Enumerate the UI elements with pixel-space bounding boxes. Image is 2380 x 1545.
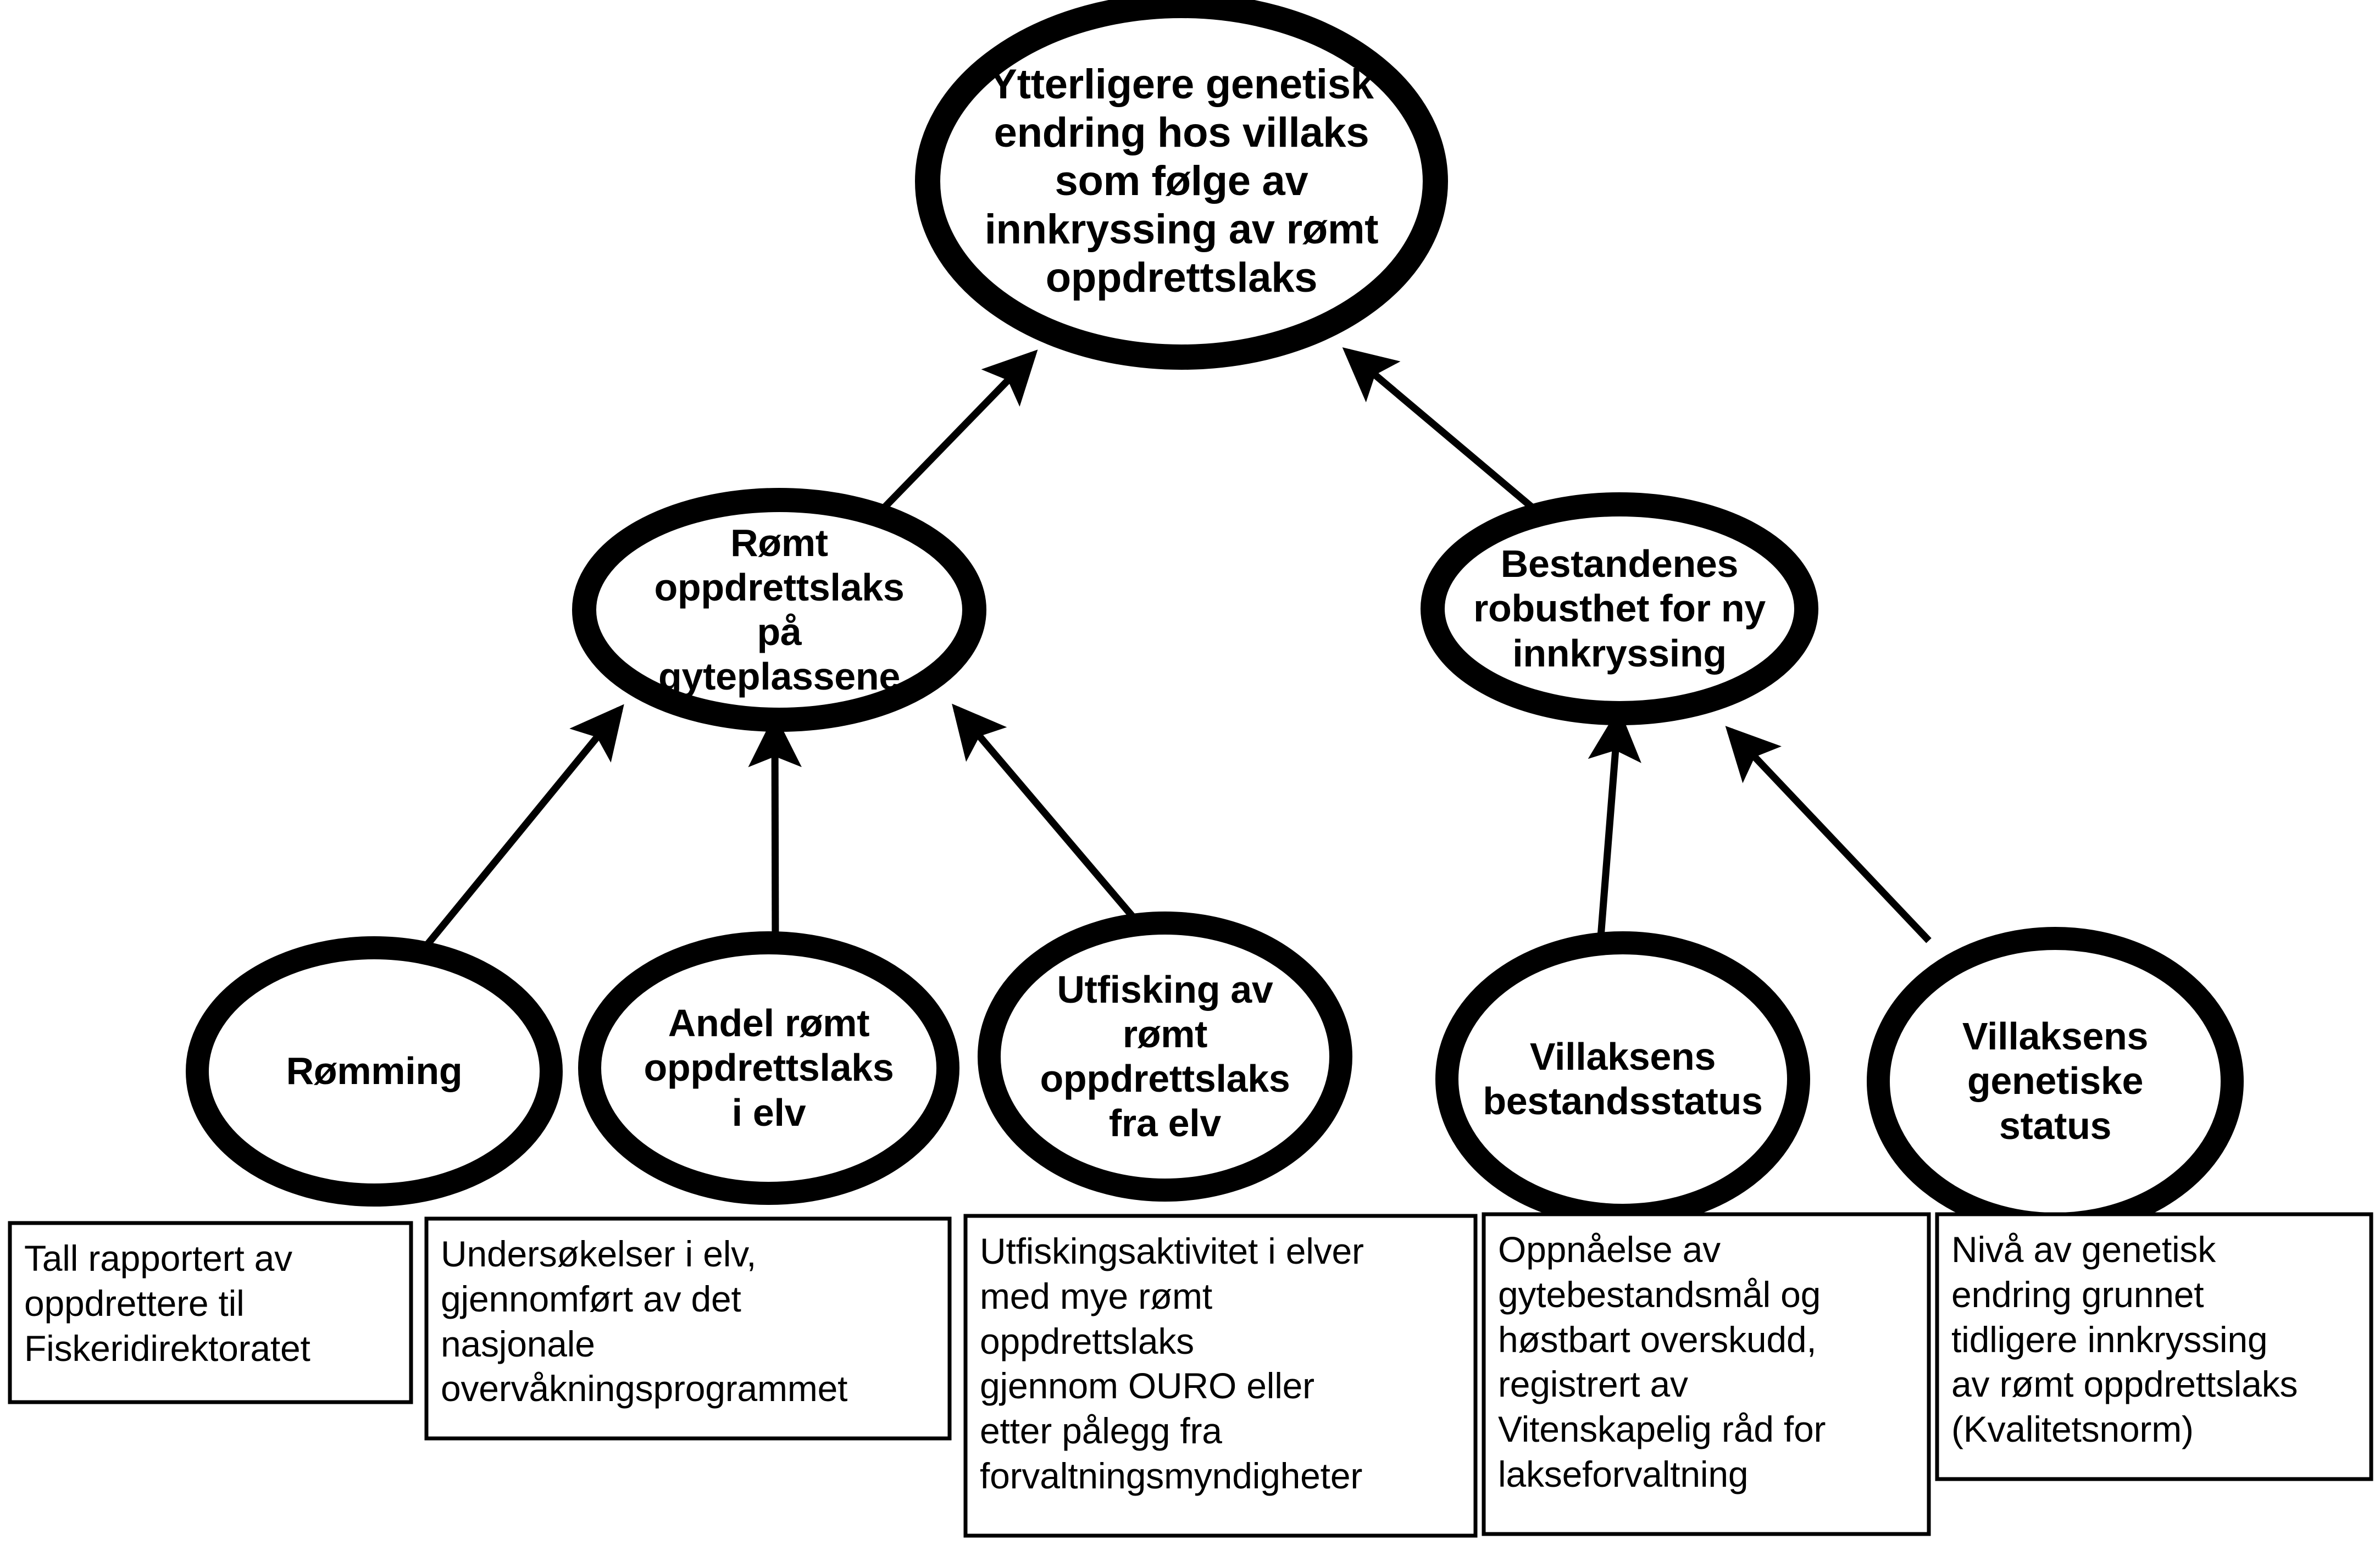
source-box-source-share-in-river[interactable] — [424, 1216, 952, 1441]
arrow-popstatus-to-robustness — [1588, 707, 1641, 944]
source-box-source-removal-fishing[interactable] — [963, 1214, 1478, 1538]
source-box-source-population-status[interactable] — [1482, 1212, 1931, 1536]
arrow-robustness-to-outcome — [1342, 347, 1536, 511]
node-ellipse-removal-fishing[interactable] — [978, 912, 1352, 1202]
node-ellipse-outcome[interactable] — [915, 0, 1448, 370]
source-box-text-source-genetic-status: Nivå av genetisk endring grunnet tidlige… — [1951, 1229, 2298, 1450]
arrow-genstatus-to-robustness — [1725, 726, 1932, 943]
source-box-source-escape[interactable] — [8, 1221, 413, 1404]
arrow-spawning-to-outcome — [881, 349, 1038, 511]
arrow-removal-to-spawning — [952, 703, 1141, 926]
node-ellipse-population-status[interactable] — [1435, 931, 1810, 1227]
node-ellipse-spawning-ground-escapees[interactable] — [572, 488, 986, 732]
source-box-text-source-share-in-river: Undersøkelser i elv, gjennomført av det … — [441, 1233, 848, 1409]
source-boxes-layer — [8, 1212, 2373, 1538]
source-box-source-genetic-status[interactable] — [1935, 1212, 2373, 1481]
arrows-layer — [421, 347, 1932, 951]
source-box-text-source-removal-fishing: Utfiskingsaktivitet i elver med mye rømt… — [980, 1231, 1364, 1497]
node-ellipse-genetic-status[interactable] — [1867, 927, 2244, 1236]
nodes-layer — [186, 0, 2244, 1236]
node-ellipse-escape[interactable] — [186, 936, 563, 1207]
source-box-text-source-population-status: Oppnåelse av gytebestandsmål og høstbart… — [1498, 1229, 1826, 1495]
node-ellipse-population-robustness[interactable] — [1421, 492, 1818, 725]
node-ellipse-share-escaped-in-river[interactable] — [578, 931, 959, 1205]
arrow-escape-to-spawning — [421, 704, 624, 951]
source-box-text-source-escape: Tall rapportert av oppdrettere til Fiske… — [24, 1238, 310, 1369]
